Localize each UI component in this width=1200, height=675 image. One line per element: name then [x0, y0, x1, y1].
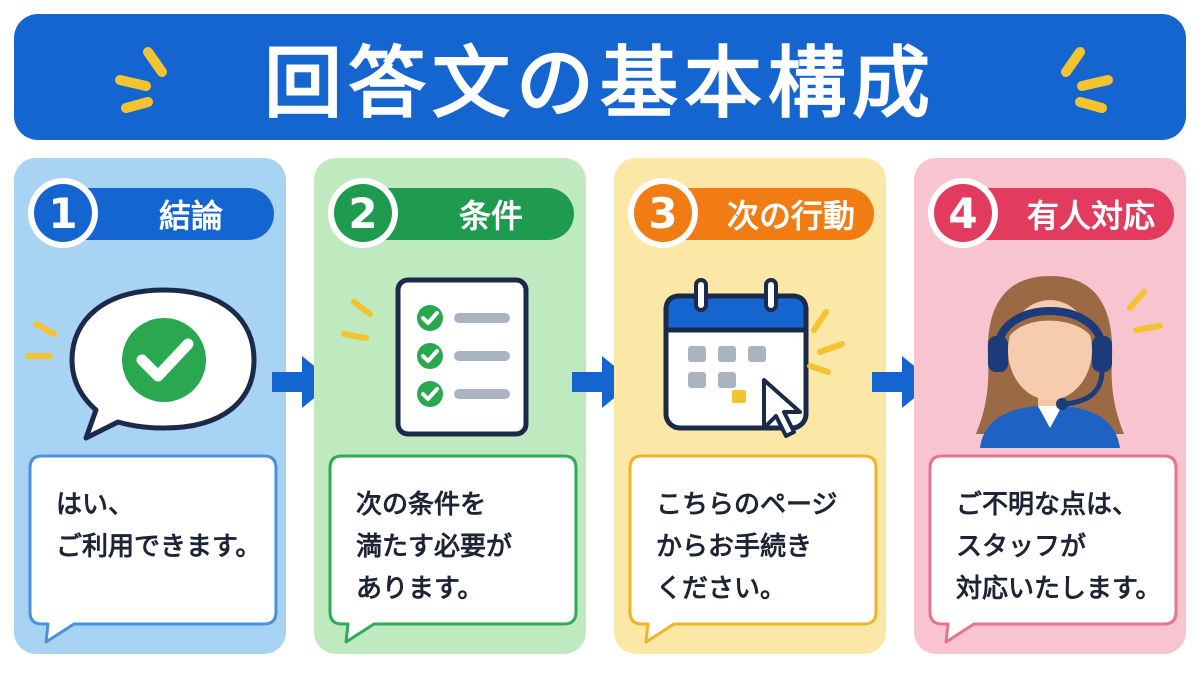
step-header: 1 結論	[28, 178, 276, 248]
title-banner: 回答文の基本構成	[14, 14, 1186, 140]
speech-bubble	[628, 454, 878, 644]
page-title: 回答文の基本構成	[263, 39, 936, 129]
step-number: 4	[934, 184, 992, 242]
speech-bubble	[28, 454, 278, 644]
step-header: 2 条件	[328, 178, 576, 248]
step-label: 有人対応	[1026, 197, 1155, 235]
step-header: 3 次の行動	[628, 178, 876, 248]
step-panel-conclusion: 1 結論 はい、 ご利用できます。	[14, 158, 286, 654]
arrow-right-icon	[572, 356, 634, 408]
arrow-right-icon	[272, 356, 334, 408]
step-number: 3	[634, 184, 692, 242]
step-label: 結論	[158, 197, 223, 235]
speech-bubble	[328, 454, 578, 644]
step-panel-conditions: 2 条件 次の条件を 満たす必要が あります。	[314, 158, 586, 654]
step-text: こちらのページ からお手続き ください。	[656, 490, 838, 604]
step-number: 1	[34, 184, 92, 242]
checklist-icon	[341, 277, 529, 437]
speech-bubble	[928, 454, 1178, 644]
step-label: 条件	[458, 197, 523, 235]
arrow-right-icon	[872, 356, 934, 408]
step-text: はい、 ご利用できます。	[56, 490, 262, 562]
support-staff-headset-icon	[976, 276, 1163, 448]
step-panel-next-action: 3 次の行動 こちらのページ からお手続き ください。	[614, 158, 886, 654]
checkmark-speech-bubble-icon	[25, 287, 257, 441]
step-number: 2	[334, 184, 392, 242]
step-text: ご不明な点は、 スタッフが 対応いたします。	[956, 490, 1162, 604]
sparkle-icon	[115, 47, 167, 113]
step-label: 次の行動	[726, 197, 855, 235]
calendar-click-icon	[663, 278, 845, 438]
sparkle-icon	[1061, 47, 1113, 113]
step-panel-staff-support: 4 有人対応 ご不明な点は、 スタッフが 対応いたします。	[914, 158, 1186, 654]
step-header: 4 有人対応	[928, 178, 1176, 248]
step-text: 次の条件を 満たす必要が あります。	[356, 490, 513, 604]
